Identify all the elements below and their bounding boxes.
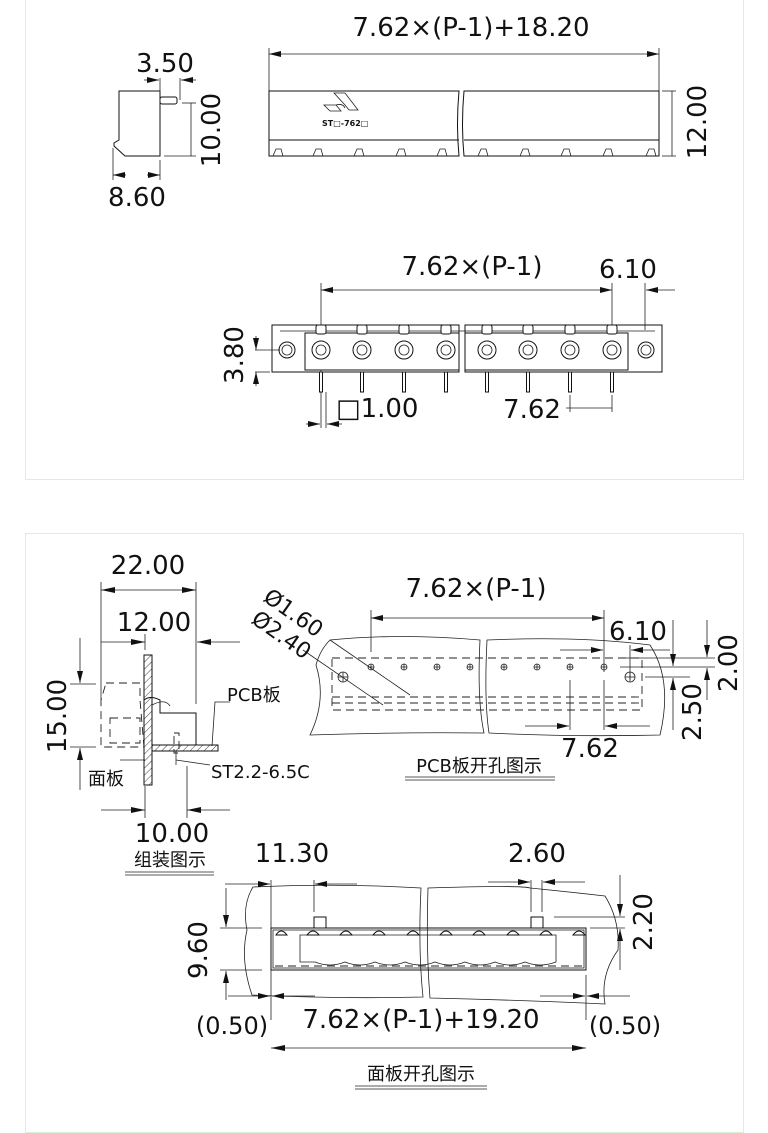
pcb-dim-row-offset-b: 2.50: [678, 683, 708, 741]
panel-cutout-view: 11.30 2.60: [184, 839, 661, 1090]
cutout-dim-clearance-left: (0.50): [196, 1012, 268, 1040]
cutout-dim-total-length: 7.62×(P-1)+19.20: [302, 1005, 539, 1035]
pcb-dim-row-offset-a: 2.00: [714, 634, 744, 692]
assembly-dim-bottom: 10.00: [135, 819, 209, 849]
assembly-dim-total-depth: 22.00: [111, 551, 185, 581]
mount-hole-right-icon: [637, 341, 655, 359]
front-dim-height: 12.00: [683, 85, 713, 159]
pcb-dim-pitch-span: 7.62×(P-1): [406, 574, 547, 604]
brand-logo-icon: [323, 92, 359, 112]
assembly-label-screw: ST2.2-6.5C: [211, 762, 310, 783]
pcb-hole-icon: [500, 663, 508, 671]
bottom-drawing-panel: [25, 533, 744, 1133]
cutout-dim-tab-height: 2.20: [629, 893, 659, 951]
side-view: 3.50 10.00 8.60: [108, 49, 227, 213]
front-feet: [272, 148, 657, 157]
pcb-caption: PCB板开孔图示: [416, 756, 542, 777]
assembly-label-panel: 面板: [88, 769, 124, 790]
assembly-label-pcb: PCB板: [227, 685, 281, 706]
mount-hole-left-icon: [278, 341, 296, 359]
front-dim-total-length: 7.62×(P-1)+18.20: [352, 13, 589, 43]
cutout-dim-height: 9.60: [184, 921, 214, 979]
pcb-hole-icon: [600, 663, 608, 671]
bottom-view: 7.62×(P-1) 6.10: [220, 252, 675, 428]
bottom-dim-end-offset: 6.10: [599, 255, 657, 285]
cutout-caption: 面板开孔图示: [367, 1064, 475, 1085]
pcb-hole-icon: [566, 663, 574, 671]
cutout-dim-clearance-right: (0.50): [589, 1012, 661, 1040]
pcb-layout-view: 7.62×(P-1) Ø1.60 Ø2.40: [247, 574, 744, 781]
assembly-dim-inner-depth: 12.00: [117, 608, 191, 638]
bottom-dim-pitch: 7.62: [503, 395, 561, 425]
pcb-hole-icon: [400, 663, 408, 671]
pcb-dim-end-offset: 6.10: [609, 617, 667, 647]
pcb-hole-icon: [533, 663, 541, 671]
pcb-holes: [337, 663, 636, 683]
pcb-mount-hole-icon: [337, 671, 349, 683]
pcb-dim-pitch: 7.62: [561, 734, 619, 764]
bottom-dim-hole-offset: 3.80: [220, 326, 250, 384]
side-dim-pin-length: 3.50: [136, 49, 194, 79]
cutout-dim-right-tab: 2.60: [508, 839, 566, 869]
front-logo-text: ST□-762□: [322, 119, 368, 128]
assembly-caption: 组装图示: [134, 850, 206, 871]
bottom-dim-pitch-span: 7.62×(P-1): [402, 252, 543, 282]
front-view: 7.62×(P-1)+18.20 ST□: [268, 13, 713, 159]
bottom-dim-pin-square: □1.00: [336, 394, 418, 424]
side-dim-depth: 8.60: [108, 183, 166, 213]
pcb-hole-icon: [466, 663, 474, 671]
cutout-terminal-bumps: [275, 930, 587, 936]
terminal-screws: [311, 324, 622, 393]
side-dim-height: 10.00: [197, 93, 227, 167]
assembly-dim-height: 15.00: [43, 679, 73, 753]
pcb-hole-icon: [433, 663, 441, 671]
assembly-view: 22.00 12.00 15.00 PCB板 ST2.2-6.5C 面: [43, 551, 310, 876]
cutout-dim-left-offset: 11.30: [255, 839, 329, 869]
